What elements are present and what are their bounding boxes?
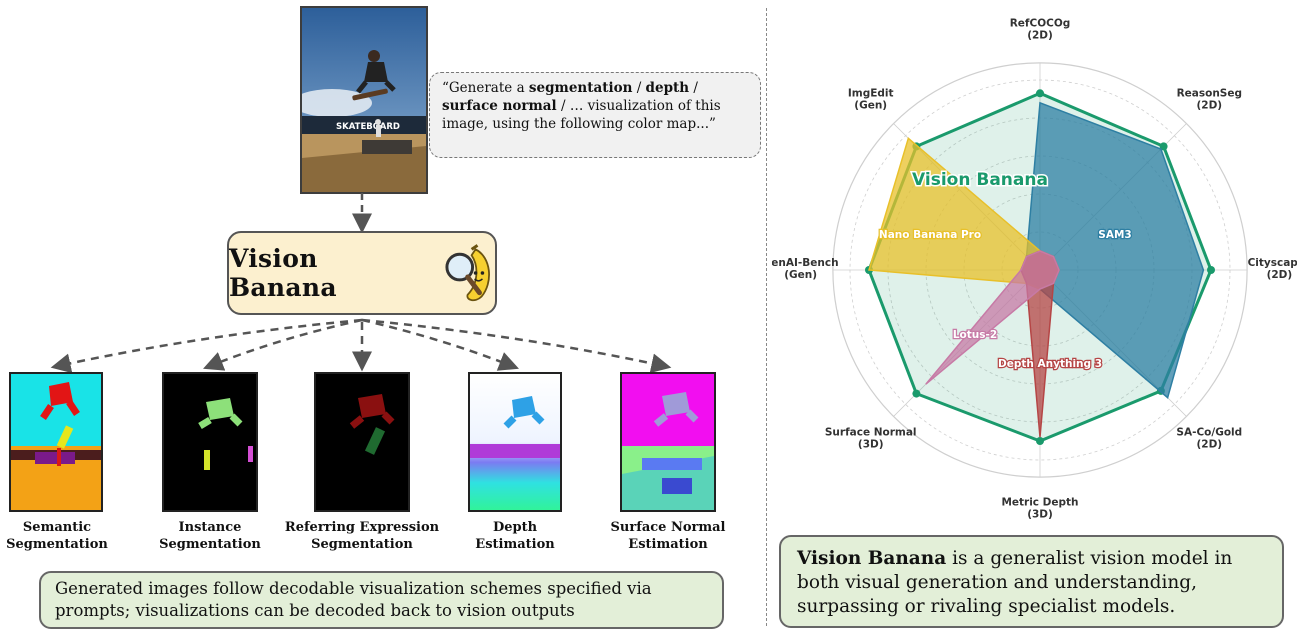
axis-label-name: Cityscapes [1248,257,1297,269]
caption-depth-line2: Estimation [475,537,555,552]
prompt-bubble: “Generate a segmentation / depth / surfa… [429,72,761,158]
caption-referring-line2: Segmentation [311,537,413,552]
flow-arrows [50,193,672,374]
series-label-lotus-2: Lotus-2 [953,329,997,341]
arrow-normal [361,318,672,374]
axis-label-name: ReasonSeg [1177,88,1242,100]
radar-chart: RefCOCOg(2D)ReasonSeg(2D)Cityscapes(2D)S… [772,18,1297,520]
radar-axis-labels: RefCOCOg(2D)ReasonSeg(2D)Cityscapes(2D)S… [772,18,1297,520]
axis-label-name: GenAI-Bench [772,257,839,269]
axis-label-tag: (2D) [1027,30,1053,42]
prompt-bold-depth: depth [645,80,690,96]
axis-label-tag: (2D) [1196,100,1222,112]
vision-banana-point [1159,142,1168,151]
axis-label: Cityscapes(2D) [1248,257,1297,281]
surface-normal-thumb [620,372,716,512]
axis-label-name: Metric Depth [1001,496,1078,508]
axis-label-tag: (3D) [1027,508,1053,520]
axis-label-tag: (Gen) [784,269,817,281]
instance-segmentation-thumb [162,372,258,512]
vision-banana-point [1036,89,1044,98]
right-summary-bold: Vision Banana [797,548,947,569]
axis-label: SA-Co/Gold(2D) [1176,426,1242,450]
panel-divider [766,8,767,626]
axis-label: ReasonSeg(2D) [1177,88,1242,112]
series-area-lotus-2 [925,250,1060,385]
vision-banana-point [912,389,921,398]
prompt-text-2: / [632,80,646,96]
axis-label: Surface Normal(3D) [825,426,917,450]
caption-normal-line2: Estimation [628,537,708,552]
axis-label-tag: (Gen) [854,100,887,112]
referring-expression-thumb [314,372,410,512]
caption-instance-line1: Instance [178,520,242,535]
axis-label: ImgEdit(Gen) [848,88,894,112]
semantic-segmentation-thumb [9,372,103,512]
vision-banana-point [1207,266,1215,274]
axis-label-name: RefCOCOg [1010,18,1071,30]
arrow-depth [361,318,519,371]
banana-magnifier-icon [445,244,490,302]
prompt-bold-surface-normal: surface normal [442,98,557,114]
series-label-sam3: SAM3 [1098,229,1131,241]
axis-label-name: Surface Normal [825,426,917,438]
caption-normal-line1: Surface Normal [610,520,726,535]
right-summary-note: Vision Banana is a generalist vision mod… [779,535,1284,628]
caption-semantic: Semantic Segmentation [0,519,114,553]
axis-label: Metric Depth(3D) [1001,496,1078,520]
input-photo: SKATEBOARD [300,6,428,194]
prompt-text-3: / [689,80,698,96]
banner-text: SKATEBOARD [336,122,400,132]
axis-label-tag: (3D) [858,438,884,450]
caption-referring-line1: Referring Expression [284,520,440,535]
caption-semantic-line1: Semantic [22,520,92,535]
axis-label-name: SA-Co/Gold [1176,426,1242,438]
series-label-nano-banana-pro: Nano Banana Pro [879,229,981,241]
caption-depth: Depth Estimation [455,519,575,553]
skateboard-photo: SKATEBOARD [302,8,426,192]
caption-referring: Referring Expression Segmentation [276,519,448,553]
axis-label-name: ImgEdit [848,88,894,100]
prompt-text-4: / … visualization of this image, using t… [442,98,721,132]
caption-instance-line2: Segmentation [159,537,261,552]
series-label-vision-banana: Vision Banana [912,170,1048,190]
right-summary-text: is a generalist vision model in both vis… [797,548,1233,617]
axis-label-tag: (2D) [1196,438,1222,450]
arrow-semantic [50,318,363,374]
axis-label: GenAI-Bench(Gen) [772,257,839,281]
prompt-text-1: “Generate a [442,80,529,96]
radar-series [865,89,1215,445]
left-summary-text: Generated images follow decodable visual… [55,579,652,620]
series-label-depth-anything-3: Depth Anything 3 [998,358,1102,370]
model-title: Vision Banana [229,244,337,302]
vision-banana-point [1036,437,1044,445]
arrow-instance [203,318,363,371]
prompt-bold-segmentation: segmentation [528,80,633,96]
caption-normal: Surface Normal Estimation [596,519,740,553]
caption-semantic-line2: Segmentation [6,537,108,552]
caption-instance: Instance Segmentation [150,519,270,553]
axis-label: RefCOCOg(2D) [1010,18,1071,42]
caption-depth-line1: Depth [492,520,538,535]
axis-label-tag: (2D) [1267,269,1293,281]
vision-banana-box: Vision Banana [227,231,497,315]
depth-estimation-thumb [468,372,562,512]
left-summary-note: Generated images follow decodable visual… [39,571,724,629]
